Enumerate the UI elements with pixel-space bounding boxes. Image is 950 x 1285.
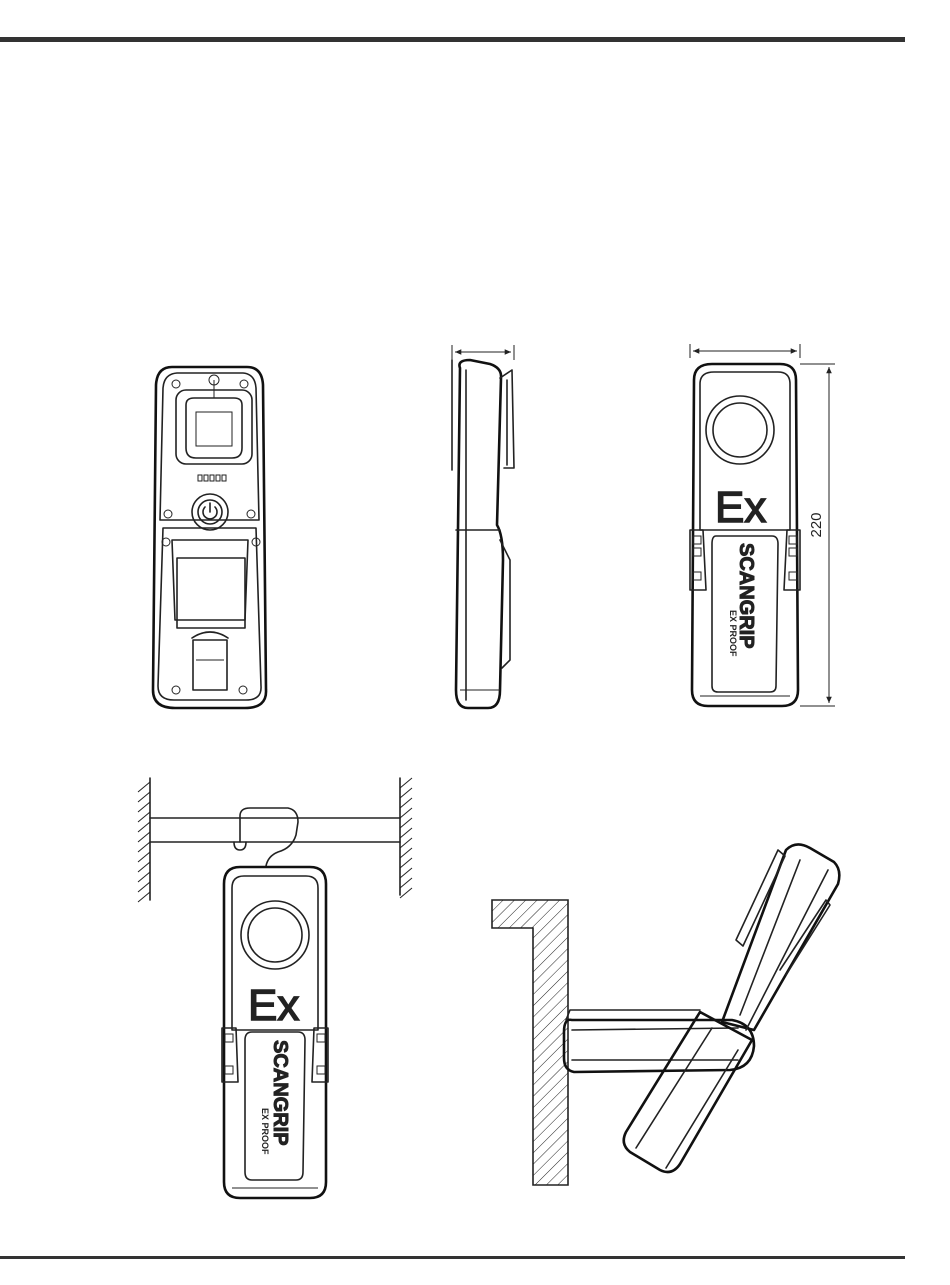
hanging-ex-marking: Ex xyxy=(248,981,299,1030)
top-rule xyxy=(0,37,905,42)
hanging-view: Ex SCANGRIP EX PROOF xyxy=(138,778,412,1198)
hanging-brand-logo: SCANGRIP xyxy=(269,1040,291,1146)
model-label: EX PROOF xyxy=(728,610,738,657)
side-view xyxy=(452,345,514,708)
right-wall-hatch xyxy=(400,778,412,898)
hanging-model-label: EX PROOF xyxy=(260,1108,270,1155)
ex-marking: Ex xyxy=(715,483,766,532)
front-view: 220 Ex SCANGRIP EX PROOF xyxy=(690,344,835,706)
battery-indicator-icon xyxy=(198,475,226,481)
wall-mount-view xyxy=(492,844,839,1185)
power-button-icon xyxy=(192,494,228,530)
bottom-rule xyxy=(0,1256,905,1259)
height-dimension-label: 220 xyxy=(808,512,825,537)
left-wall-hatch xyxy=(138,782,150,902)
back-view xyxy=(153,367,266,708)
